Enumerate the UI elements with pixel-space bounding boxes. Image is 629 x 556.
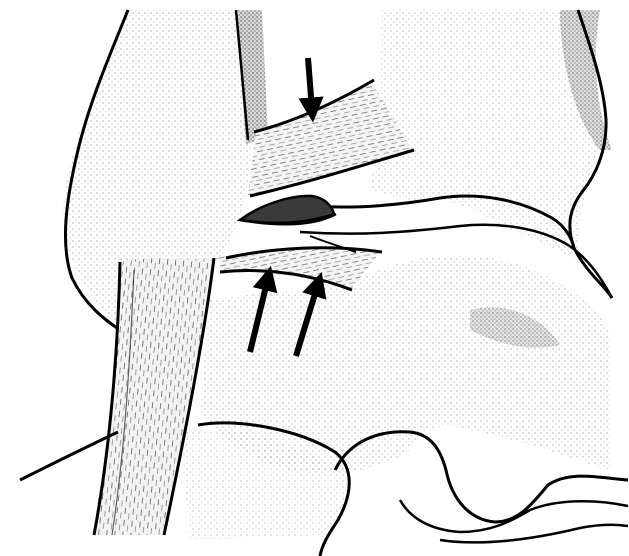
joint-gap — [240, 196, 334, 223]
arrow-down — [308, 58, 312, 110]
metatarsal-contour — [440, 525, 628, 543]
